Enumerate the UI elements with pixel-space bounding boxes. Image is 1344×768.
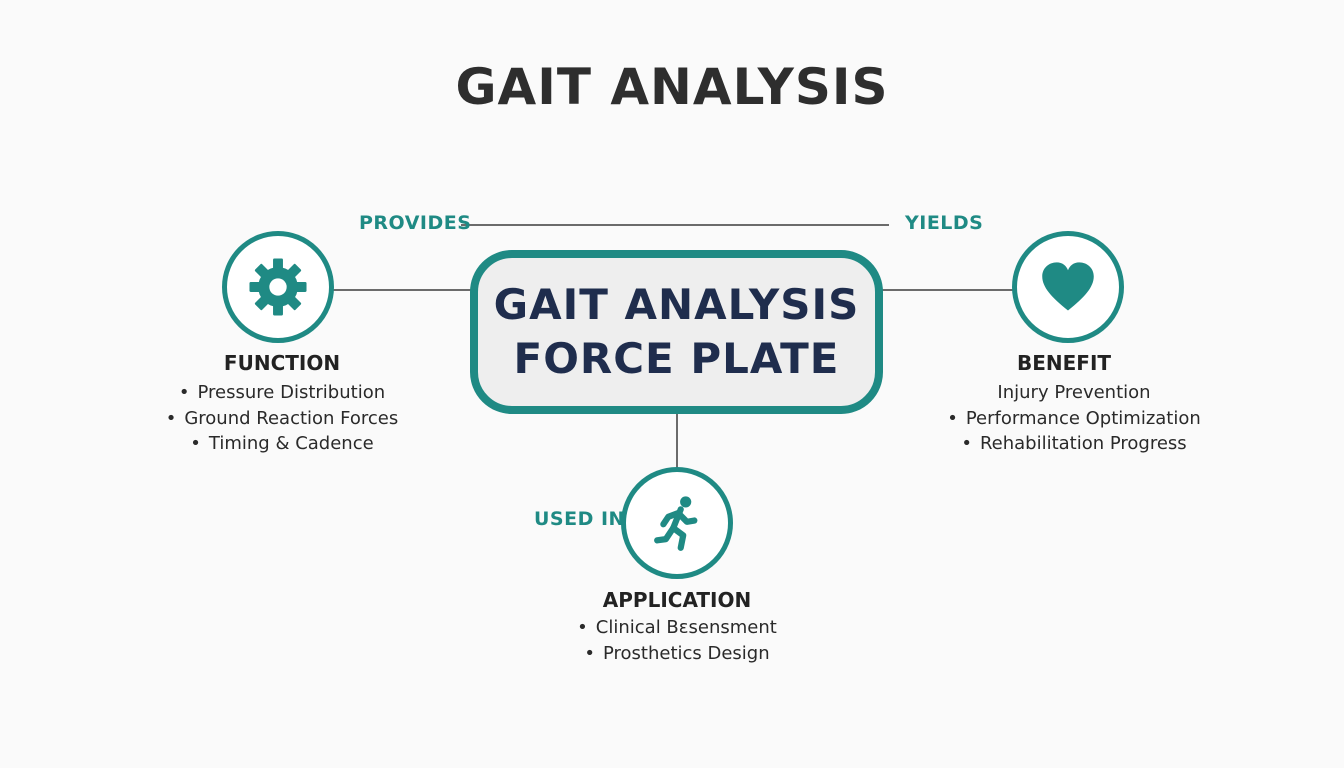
function-node-circle bbox=[222, 231, 334, 343]
list-item-text: Clinical Bεsensment bbox=[595, 617, 777, 638]
list-item: • Clinical Bεsensment bbox=[527, 615, 827, 641]
connector-top bbox=[461, 224, 889, 226]
list-item-text: Timing & Cadence bbox=[208, 433, 374, 454]
list-item: • Prosthetics Design bbox=[527, 641, 827, 667]
central-concept-box: GAIT ANALYSIS FORCE PLATE bbox=[470, 250, 883, 414]
list-item-text: Ground Reaction Forces bbox=[184, 407, 399, 429]
benefit-node-circle bbox=[1012, 231, 1124, 343]
bullet: • bbox=[584, 642, 595, 664]
list-item-text: Injury Prevention bbox=[997, 382, 1151, 403]
bullet: • bbox=[178, 382, 190, 403]
list-item-text: Pressure Distribution bbox=[197, 382, 386, 403]
bullet: • bbox=[577, 617, 588, 638]
central-title-line-1: GAIT ANALYSIS bbox=[493, 280, 860, 329]
benefit-list: Injury Prevention • Performance Optimizat… bbox=[914, 380, 1234, 457]
list-item-text: Performance Optimization bbox=[965, 407, 1201, 429]
label-yields: YIELDS bbox=[905, 212, 984, 234]
list-item: • Timing & Cadence bbox=[132, 431, 432, 457]
application-list: •Clinical Bεsensment •Prosthetics Design bbox=[527, 615, 827, 666]
list-item: • Pressure Distribution bbox=[132, 380, 432, 406]
function-heading: FUNCTION bbox=[223, 351, 341, 375]
list-item: • Rehabilitation Progress bbox=[914, 431, 1234, 457]
label-provides: PROVIDES bbox=[359, 212, 472, 234]
connector-bottom bbox=[676, 413, 678, 469]
central-title-line-2: FORCE PLATE bbox=[513, 334, 840, 383]
running-person-icon bbox=[646, 492, 708, 554]
connector-right bbox=[880, 289, 1014, 291]
connector-left bbox=[333, 289, 473, 291]
bullet: • bbox=[190, 433, 201, 454]
list-item: Injury Prevention bbox=[914, 380, 1234, 406]
list-item-text: Prosthetics Design bbox=[602, 642, 770, 664]
list-item-text: Rehabilitation Progress bbox=[979, 433, 1187, 454]
label-used-in: USED IN bbox=[534, 508, 625, 530]
gear-icon bbox=[247, 256, 309, 318]
application-node-circle bbox=[621, 467, 733, 579]
page-title: GAIT ANALYSIS bbox=[455, 58, 889, 116]
application-heading: APPLICATION bbox=[602, 588, 752, 612]
bullet: • bbox=[961, 433, 972, 454]
heart-icon bbox=[1040, 261, 1096, 313]
bullet: • bbox=[165, 407, 177, 429]
list-item: • Performance Optimization bbox=[914, 406, 1234, 432]
function-list: • Pressure Distribution • Ground Reaction … bbox=[132, 380, 432, 457]
list-item: • Ground Reaction Forces bbox=[132, 406, 432, 432]
benefit-heading: BENEFIT bbox=[1016, 351, 1112, 375]
bullet: • bbox=[947, 407, 958, 429]
